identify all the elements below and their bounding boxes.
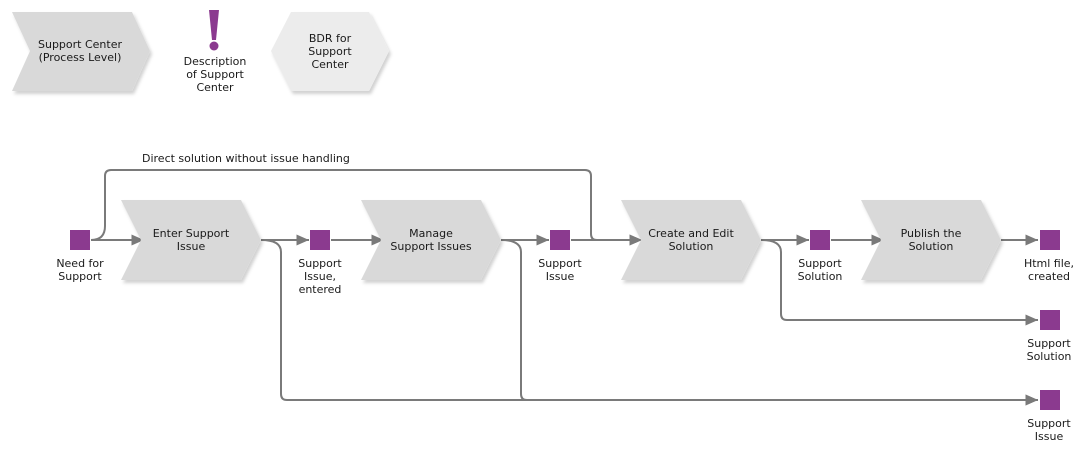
- event-label: Support Solution: [797, 257, 843, 283]
- legend-description-label: Description of Support Center: [183, 55, 247, 94]
- event-label: Support Issue: [538, 257, 582, 283]
- function-enter-support-issue[interactable]: [121, 200, 261, 280]
- event-label: Html file, created: [1023, 257, 1075, 283]
- bypass-connector-label: Direct solution without issue handling: [142, 152, 350, 165]
- event-support-issue-2[interactable]: [1040, 390, 1060, 410]
- connector-f1-e7: [260, 239, 1038, 406]
- event-support-solution[interactable]: [810, 230, 830, 250]
- legend-process-level-shape[interactable]: [12, 12, 150, 91]
- event-label: Support Issue: [1027, 417, 1071, 443]
- event-support-issue[interactable]: [550, 230, 570, 250]
- event-need-for-support[interactable]: [70, 230, 90, 250]
- connector-f2-e7: [500, 239, 1038, 406]
- function-create-edit-solution[interactable]: [621, 200, 761, 280]
- event-label: Support Solution: [1026, 337, 1072, 363]
- event-html-file-created[interactable]: [1040, 230, 1060, 250]
- event-support-issue-entered[interactable]: [310, 230, 330, 250]
- event-label: Need for Support: [56, 257, 104, 283]
- event-label: Support Issue, entered: [298, 257, 342, 296]
- function-manage-support-issues[interactable]: [361, 200, 501, 280]
- function-publish-solution[interactable]: [861, 200, 1001, 280]
- connector-f3-e6: [760, 239, 1038, 326]
- connector-bypass: [90, 169, 642, 246]
- legend-bdr-shape[interactable]: [271, 12, 389, 91]
- exclamation-mark-icon: [209, 10, 219, 51]
- event-support-solution-2[interactable]: [1040, 310, 1060, 330]
